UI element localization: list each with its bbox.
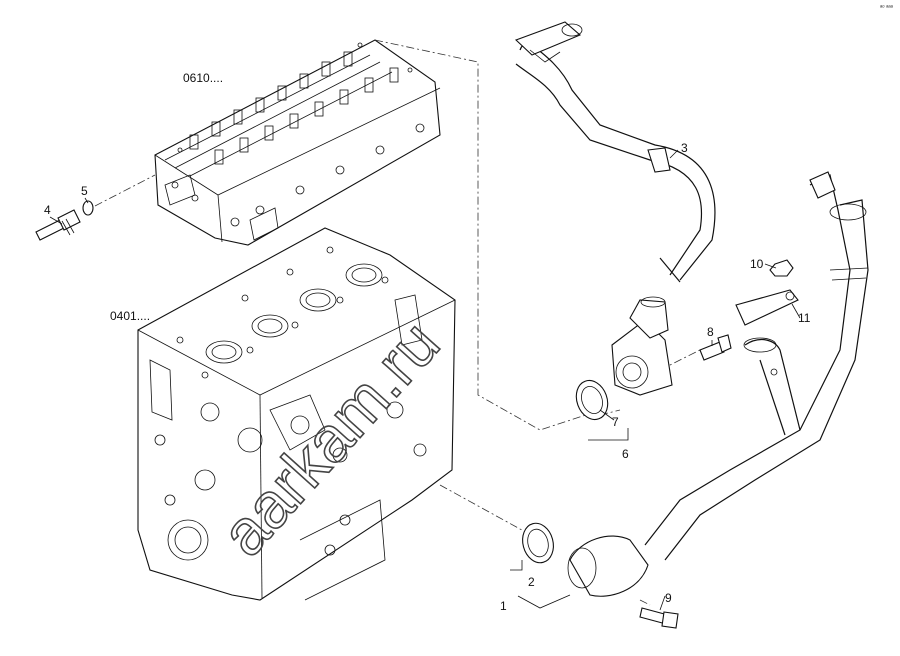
bolt-9 bbox=[639, 607, 679, 629]
part-label-4: 4 bbox=[44, 203, 51, 217]
part-label-10: 10 bbox=[750, 257, 764, 271]
part-label-3: 3 bbox=[681, 141, 688, 155]
seal-2 bbox=[522, 522, 554, 564]
part-label-6: 6 bbox=[622, 447, 629, 461]
part-label-1: 1 bbox=[500, 599, 507, 613]
pipe-1 bbox=[567, 171, 869, 597]
washer-5 bbox=[82, 200, 94, 216]
clamp-11 bbox=[735, 289, 799, 326]
nut-10 bbox=[769, 259, 794, 277]
part-label-2: 2 bbox=[528, 575, 535, 589]
part-label-11: 11 bbox=[798, 311, 811, 325]
connector-6 bbox=[611, 296, 673, 396]
engine-block bbox=[137, 227, 456, 601]
leader-lines bbox=[49, 149, 801, 611]
part-label-8: 8 bbox=[707, 325, 714, 339]
ref-0401-label: 0401.... bbox=[110, 309, 150, 323]
bolt-8 bbox=[699, 334, 732, 361]
part-label-7: 7 bbox=[612, 415, 619, 429]
fitting-4 bbox=[35, 209, 81, 241]
ref-0610-label: 0610.... bbox=[183, 71, 223, 85]
pipe-3 bbox=[514, 21, 716, 283]
part-label-9: 9 bbox=[665, 591, 672, 605]
corner-mark: ᵃᵒ ᵃᵃᵃ bbox=[880, 5, 894, 11]
cylinder-head bbox=[154, 39, 441, 246]
assembly-lines bbox=[94, 39, 701, 606]
seal-7 bbox=[575, 379, 609, 421]
part-label-5: 5 bbox=[81, 184, 88, 198]
